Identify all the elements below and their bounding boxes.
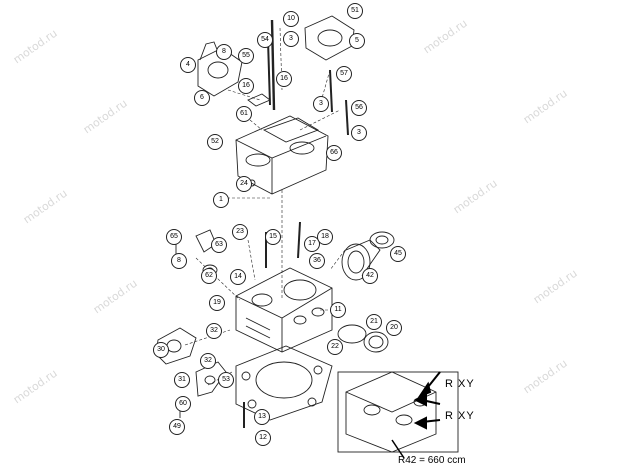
part-callout[interactable]: 17	[304, 236, 320, 252]
part-callout[interactable]: 56	[351, 100, 367, 116]
part-callout[interactable]: 23	[232, 224, 248, 240]
part-callout[interactable]: 1	[213, 192, 229, 208]
part-callout[interactable]: 42	[362, 268, 378, 284]
part-callout[interactable]: 22	[327, 339, 343, 355]
part-callout[interactable]: 21	[366, 314, 382, 330]
part-callout[interactable]: 6	[194, 90, 210, 106]
part-callout[interactable]: 32	[206, 323, 222, 339]
part-callout[interactable]: 66	[326, 145, 342, 161]
part-callout[interactable]: 52	[207, 134, 223, 150]
part-callout[interactable]: 11	[330, 302, 346, 318]
part-callout[interactable]: 5	[349, 33, 365, 49]
part-callout[interactable]: 13	[254, 409, 270, 425]
inset-displacement-note: R42 = 660 ccm	[398, 455, 466, 466]
part-callout[interactable]: 45	[390, 246, 406, 262]
part-callout[interactable]: 8	[216, 44, 232, 60]
part-callout[interactable]: 20	[386, 320, 402, 336]
part-callout[interactable]: 30	[153, 342, 169, 358]
part-callout[interactable]: 14	[230, 269, 246, 285]
part-callout[interactable]: 3	[283, 31, 299, 47]
part-callout[interactable]: 60	[175, 396, 191, 412]
part-callout[interactable]: 31	[174, 372, 190, 388]
inset-label-r-xy-top: R XY	[445, 378, 475, 390]
part-callout[interactable]: 62	[201, 268, 217, 284]
part-callout[interactable]: 12	[255, 430, 271, 446]
inset-label-r-xy-bottom: R XY	[445, 410, 475, 422]
part-callout[interactable]: 32	[200, 353, 216, 369]
part-callout[interactable]: 65	[166, 229, 182, 245]
part-callout[interactable]: 4	[180, 57, 196, 73]
part-callout[interactable]: 57	[336, 66, 352, 82]
part-callout[interactable]: 61	[236, 106, 252, 122]
part-callout[interactable]: 36	[309, 253, 325, 269]
part-callout[interactable]: 19	[209, 295, 225, 311]
part-callout[interactable]: 24	[236, 176, 252, 192]
part-callout[interactable]: 49	[169, 419, 185, 435]
part-callout[interactable]: 63	[211, 237, 227, 253]
part-callout[interactable]: 15	[265, 229, 281, 245]
part-callout[interactable]: 16	[238, 78, 254, 94]
part-callout[interactable]: 10	[283, 11, 299, 27]
part-callout[interactable]: 51	[347, 3, 363, 19]
part-callout[interactable]: 54	[257, 32, 273, 48]
part-callout[interactable]: 55	[238, 48, 254, 64]
part-callout[interactable]: 3	[351, 125, 367, 141]
part-callout[interactable]: 18	[317, 229, 333, 245]
part-callout[interactable]: 16	[276, 71, 292, 87]
part-callout[interactable]: 8	[171, 253, 187, 269]
part-callout[interactable]: 53	[218, 372, 234, 388]
part-callout[interactable]: 3	[313, 96, 329, 112]
